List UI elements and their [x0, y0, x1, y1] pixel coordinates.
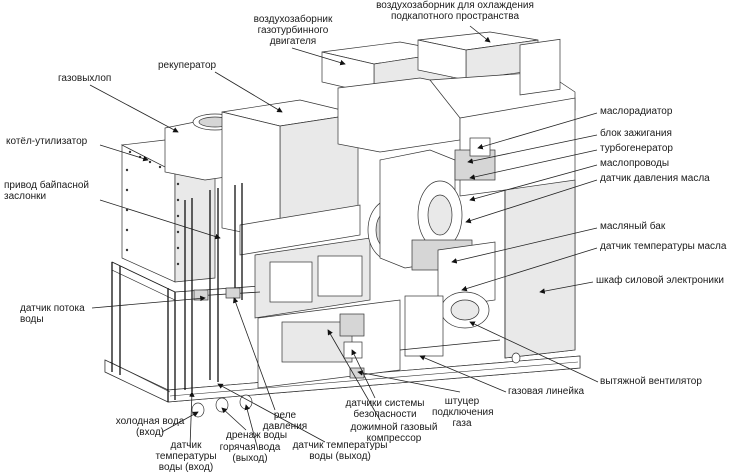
- label-air-intake-turbine: воздухозаборник газотурбинного двигателя: [253, 14, 333, 47]
- label-bypass-drive: привод байпасной заслонки: [4, 180, 90, 202]
- label-water-temp-out: датчик температуры воды (выход): [292, 440, 388, 462]
- label-drain: дренаж воды: [226, 430, 288, 441]
- label-ignition-unit: блок зажигания: [600, 128, 672, 139]
- label-exhaust: газовыхлоп: [58, 73, 112, 84]
- label-gas-line: газовая линейка: [508, 386, 585, 397]
- label-gas-fitting: штуцер подключения газа: [432, 396, 494, 429]
- turbogenerator-body: [367, 137, 496, 329]
- label-air-intake-cooling: воздухозаборник для охлаждения подкапотн…: [376, 0, 534, 22]
- label-pressure-relay: реле давления: [262, 410, 308, 432]
- base-frame: [104, 261, 581, 403]
- label-oil-pressure-sensor: датчик давления масла: [600, 173, 710, 184]
- label-power-cabinet: шкаф силовой электроники: [596, 275, 724, 286]
- label-oil-radiator: маслорадиатор: [600, 106, 673, 117]
- label-oil-tank: масляный бак: [600, 221, 666, 232]
- label-cold-water: холодная вода (вход): [115, 416, 185, 438]
- leader-lines: [89, 25, 599, 451]
- label-boiler: котёл-утилизатор: [6, 136, 88, 147]
- recuperator-body: [221, 99, 371, 319]
- label-safety-sensors: датчики системы безопасности: [345, 398, 425, 420]
- label-oil-lines: маслопроводы: [600, 158, 670, 169]
- label-booster-compressor: дожимной газовый компрессор: [350, 422, 438, 444]
- piping: [184, 183, 501, 392]
- label-exhaust-fan: вытяжной вентилятор: [600, 376, 702, 387]
- label-water-flow-sensor: датчик потока воды: [20, 303, 85, 325]
- label-recuperator: рекуператор: [158, 60, 217, 71]
- label-hot-water: горячая вода (выход): [219, 442, 281, 464]
- label-turbogenerator: турбогенератор: [600, 143, 673, 154]
- label-oil-temp-sensor: датчик температуры масла: [600, 241, 727, 252]
- label-water-temp-in: датчик температуры воды (вход): [155, 440, 217, 473]
